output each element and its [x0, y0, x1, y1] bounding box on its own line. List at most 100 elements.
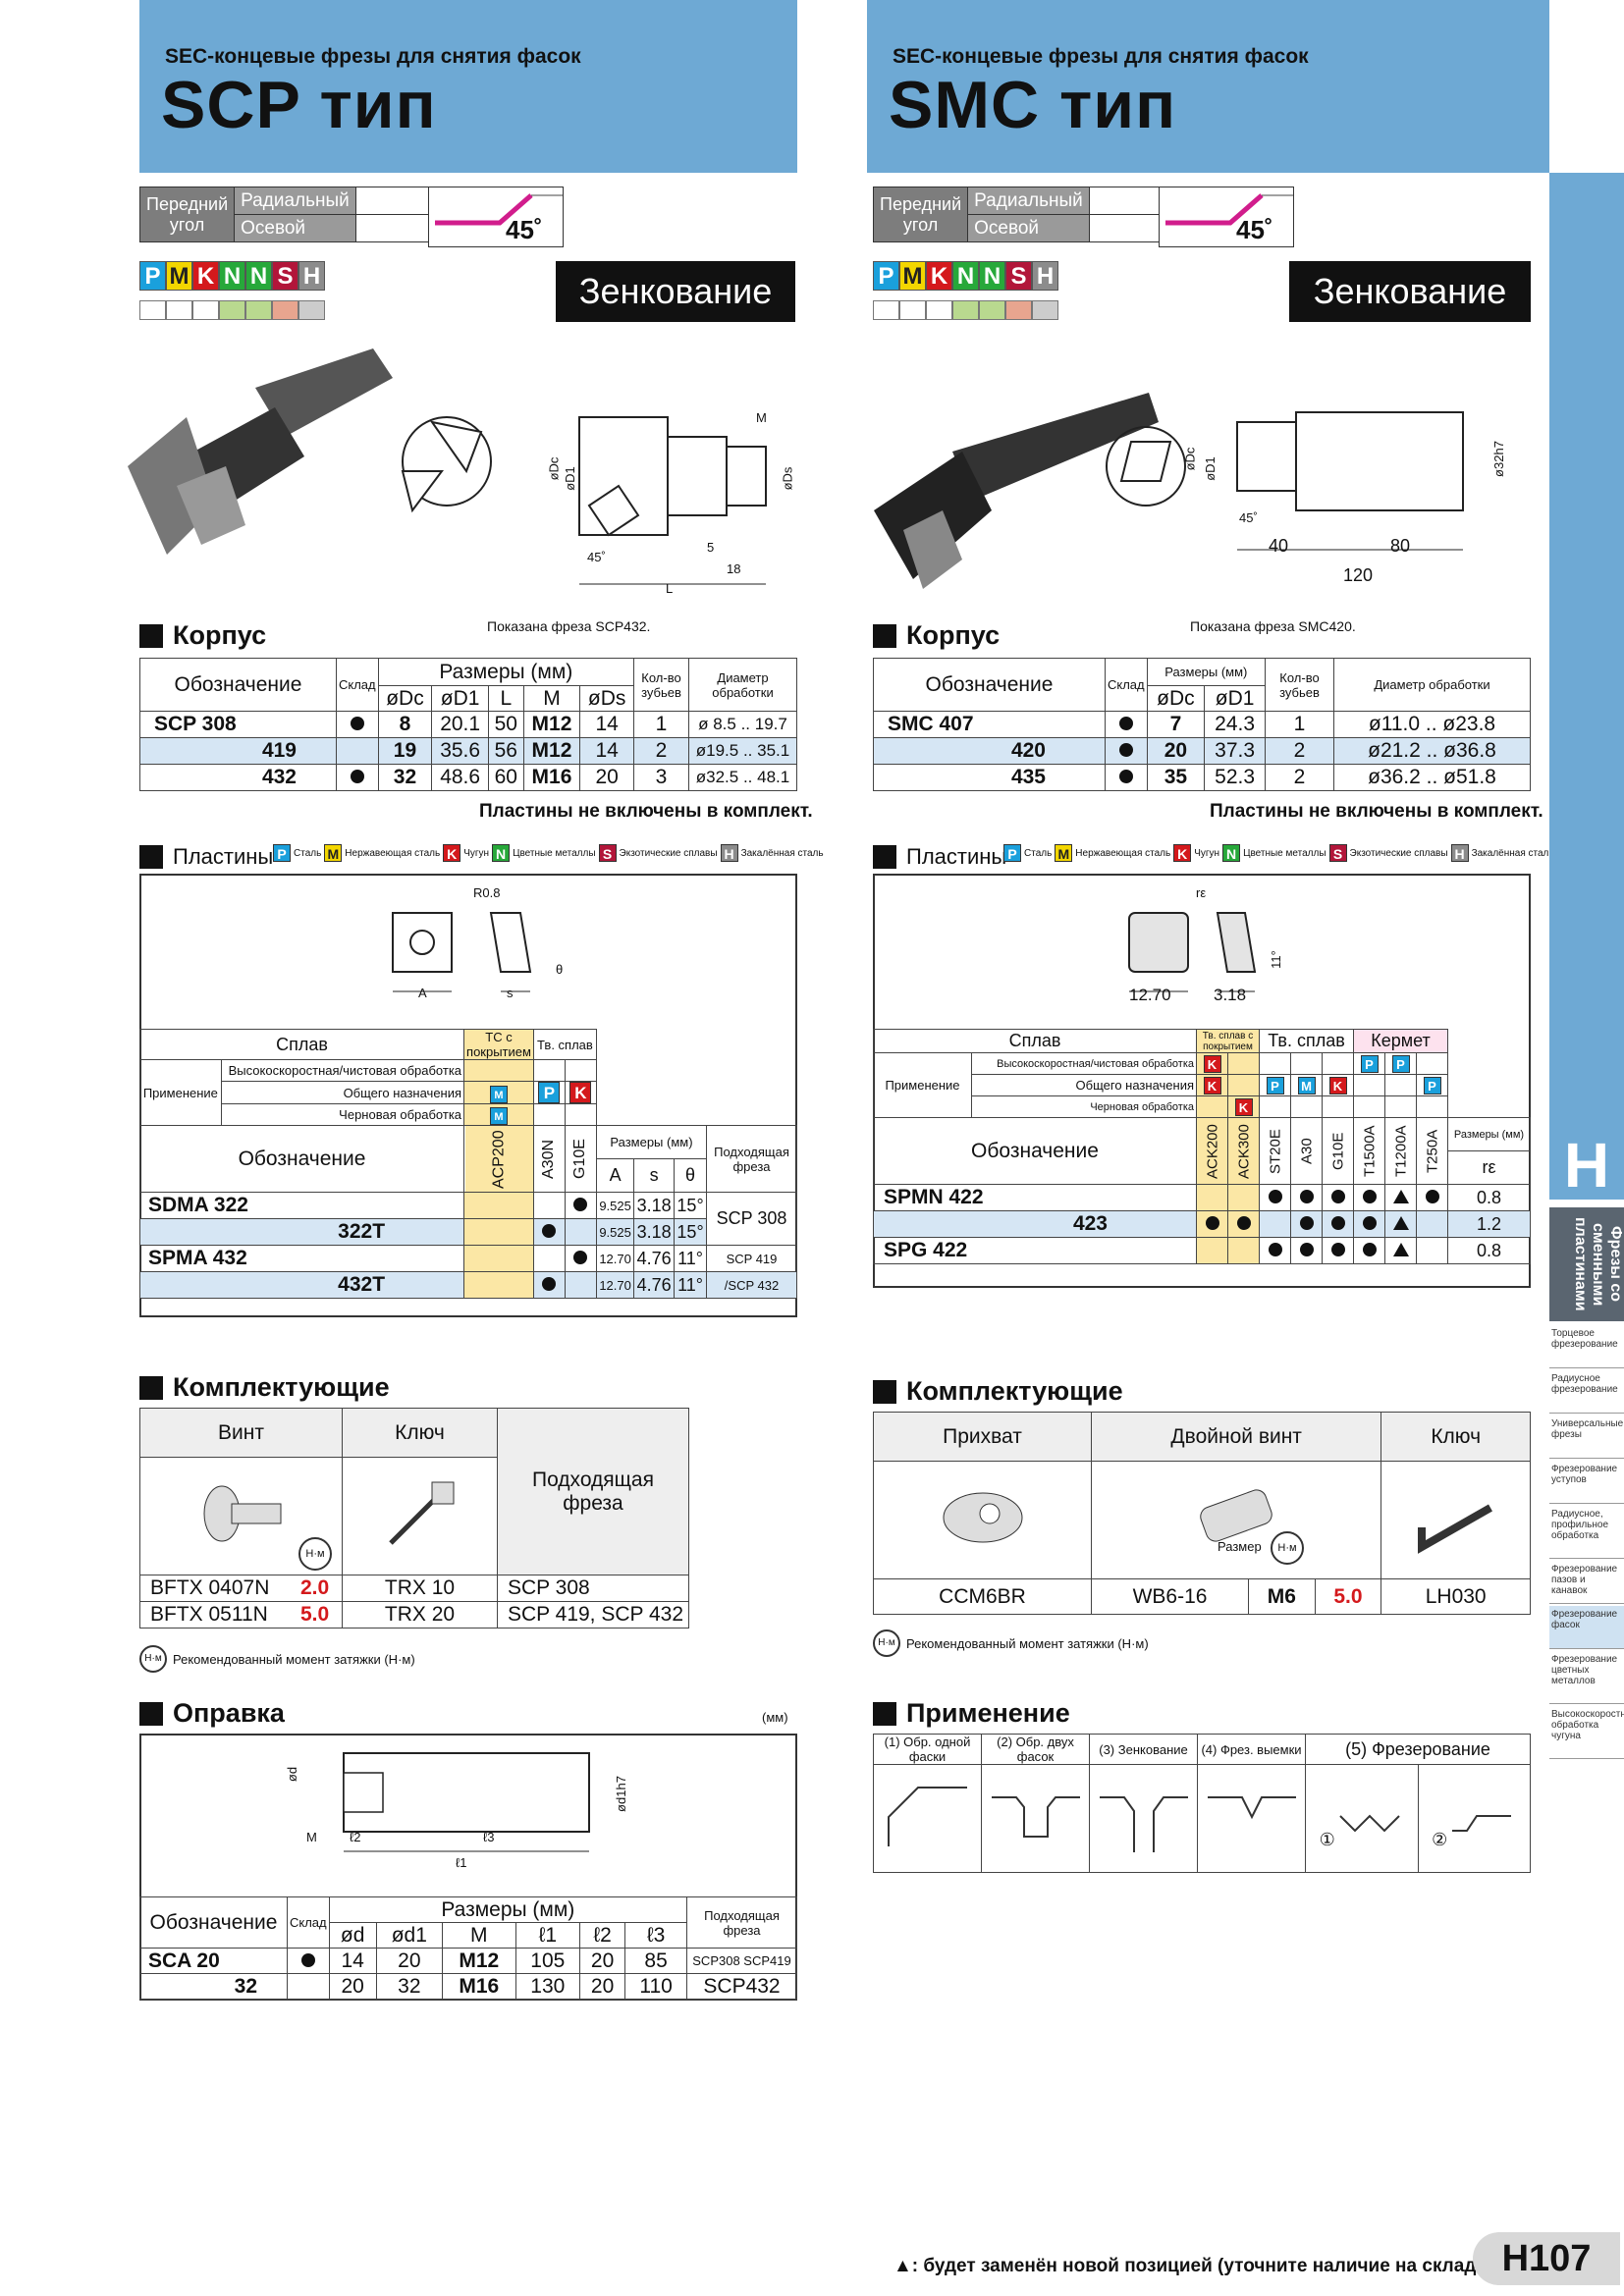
sidebar-item[interactable]: Радиусное фрезерование — [1549, 1370, 1624, 1414]
arb-d: ød — [285, 1766, 300, 1783]
right-application-title: Применение — [873, 1698, 1070, 1729]
material-N2: N — [245, 261, 272, 291]
right-application-table: (1) Обр. одной фаски(2) Обр. двух фасок(… — [873, 1734, 1531, 1873]
dim-D1: øD1 — [562, 466, 577, 491]
r-ins-11: 11° — [1268, 950, 1283, 969]
arb-M: M — [306, 1830, 317, 1844]
left-body-title: Корпус — [139, 620, 266, 651]
sidebar-item[interactable]: Фрезерование уступов — [1549, 1461, 1624, 1504]
rake-radial: Радиальный — [234, 187, 356, 215]
h-d1: øD1 — [431, 685, 489, 712]
r-ins-re: rε — [1196, 885, 1207, 900]
dim-L: L — [666, 581, 674, 596]
key-icon — [388, 1481, 454, 1545]
h-teeth: Кол-во зубьев — [633, 658, 689, 712]
page-number: H107 — [1473, 2232, 1620, 2285]
left-angle: 45˚ — [506, 215, 543, 244]
h-name: Обозначение — [139, 658, 337, 712]
app-groove — [1207, 1796, 1296, 1820]
material-P: P — [139, 261, 166, 291]
left-end-view — [401, 416, 492, 513]
h-dims: Размеры (мм) — [377, 658, 635, 686]
left-angle-box: 45˚ — [428, 187, 564, 247]
dim-Ds: øDs — [780, 466, 795, 491]
app-double-chamfer — [991, 1796, 1080, 1838]
sidebar-item[interactable]: Радиусное, профильное обработка — [1549, 1506, 1624, 1559]
dim-5: 5 — [707, 540, 715, 555]
right-end-view — [1106, 426, 1186, 507]
angle-icon — [1165, 193, 1293, 226]
hex-key-icon — [1417, 1504, 1492, 1554]
app-milling-1 — [1339, 1814, 1400, 1833]
ins-theta: θ — [556, 962, 564, 977]
dim-Dc: øDc — [546, 456, 562, 481]
left-body-note: Пластины не включены в комплект. — [479, 801, 813, 822]
right-parts-title: Комплектующие — [873, 1376, 1123, 1407]
h-m: M — [522, 685, 581, 712]
right-body-note: Пластины не включены в комплект. — [1210, 801, 1543, 822]
torque-2: 5.0 — [300, 1603, 330, 1627]
arb-l3: ℓ3 — [483, 1830, 495, 1844]
right-angle-box: 45˚ — [1159, 187, 1294, 247]
material-M: M — [166, 261, 192, 291]
r-ins-318: 3.18 — [1214, 986, 1247, 1004]
app-single-chamfer — [887, 1787, 967, 1846]
screw-icon — [203, 1485, 281, 1541]
left-arbor-frame — [139, 1734, 797, 2001]
sidebar-item[interactable]: Фрезерование цветных металлов — [1549, 1651, 1624, 1704]
material-N: N — [219, 261, 245, 291]
left-parts-title: Комплектующие — [139, 1372, 390, 1403]
ins-r: R0.8 — [473, 885, 501, 900]
h-diam: Диаметр обработки — [688, 658, 797, 712]
r-dim-40: 40 — [1269, 536, 1289, 556]
double-screw-icon — [1200, 1488, 1272, 1542]
dim-18: 18 — [727, 561, 741, 576]
right-subtitle: SEC-концевые фрезы для снятия фасок — [893, 45, 1309, 68]
angle-icon — [435, 193, 563, 226]
material-K: K — [192, 261, 219, 291]
r-dim-120: 120 — [1343, 565, 1374, 585]
left-tool-photo — [128, 348, 393, 555]
right-body-title: Корпус — [873, 620, 1000, 651]
right-header: SEC-концевые фрезы для снятия фасок SMC … — [867, 0, 1549, 173]
sidebar-item-active[interactable]: Фрезерование фасок — [1549, 1606, 1624, 1649]
right-operation-label: Зенкование — [1289, 261, 1531, 322]
sidebar-item[interactable]: Фрезерование пазов и канавок — [1549, 1561, 1624, 1604]
sidebar-item[interactable]: Торцевое фрезерование — [1549, 1325, 1624, 1368]
left-operation-label: Зенкование — [556, 261, 795, 322]
right-side-drawing — [1236, 411, 1464, 551]
r-dim-Dc: øDc — [1182, 447, 1198, 471]
left-subtitle: SEC-концевые фрезы для снятия фасок — [165, 45, 581, 68]
right-body-table: Обозначение Склад Размеры (мм) Кол-во зу… — [873, 658, 1531, 791]
left-side-drawing — [578, 416, 767, 585]
left-arbor-title: Оправка — [139, 1698, 285, 1729]
r-dim-32: ø32h7 — [1490, 441, 1506, 477]
sidebar-tab — [1549, 173, 1624, 1198]
app-countersink — [1099, 1796, 1188, 1852]
rake-axial: Осевой — [234, 214, 356, 242]
left-insert-drawing — [392, 912, 532, 992]
left-inserts-title: Пластины — [139, 844, 273, 870]
left-material-marks — [139, 300, 325, 320]
sidebar-item[interactable]: Универсальные фрезы — [1549, 1415, 1624, 1459]
app-milling-2 — [1452, 1815, 1512, 1832]
sidebar-item[interactable]: Высокоскоростная обработка чугуна — [1549, 1706, 1624, 1759]
arb-l1: ℓ1 — [456, 1855, 467, 1870]
r-dim-D1: øD1 — [1202, 456, 1218, 481]
arbor-unit: (мм) — [762, 1710, 788, 1725]
